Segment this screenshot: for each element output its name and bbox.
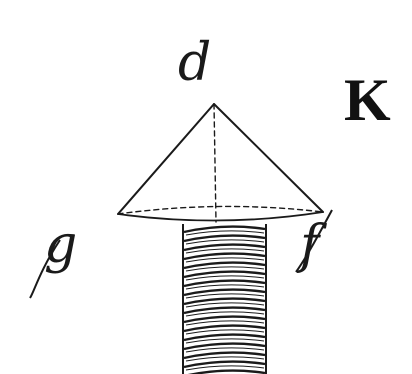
thread-shadow bbox=[185, 266, 265, 272]
thread-shadow bbox=[185, 293, 265, 299]
thread-line bbox=[183, 324, 266, 333]
thread-line bbox=[183, 315, 266, 324]
thread-line bbox=[183, 306, 266, 315]
f-flourish bbox=[295, 209, 333, 273]
left-label-g: g bbox=[44, 215, 77, 275]
cone-head bbox=[117, 103, 324, 223]
thread-shadow bbox=[185, 320, 265, 326]
thread-line bbox=[183, 225, 266, 234]
thread-shadow bbox=[185, 356, 265, 362]
thread-line bbox=[183, 333, 266, 342]
thread-line bbox=[183, 360, 266, 369]
thread-line bbox=[183, 252, 266, 261]
thread-shadow bbox=[185, 311, 265, 317]
apex-label-d: d bbox=[178, 33, 211, 93]
thread-shadow bbox=[185, 230, 265, 236]
thread-shadow bbox=[185, 239, 265, 245]
cone-edge-right bbox=[213, 103, 324, 213]
thread-line bbox=[183, 234, 266, 243]
thread-shadow bbox=[185, 248, 265, 254]
thread-line bbox=[183, 288, 266, 297]
figure-letter: K bbox=[344, 67, 391, 133]
thread-line bbox=[183, 297, 266, 306]
thread-line bbox=[183, 351, 266, 360]
thread-shadow bbox=[185, 347, 265, 353]
screw-threads bbox=[183, 225, 266, 374]
thread-line bbox=[183, 261, 266, 270]
thread-shadow bbox=[185, 329, 265, 335]
thread-line bbox=[187, 369, 266, 374]
thread-line bbox=[183, 342, 266, 351]
thread-line bbox=[183, 243, 266, 252]
thread-shadow bbox=[185, 338, 265, 344]
thread-shadow bbox=[185, 302, 265, 308]
thread-line bbox=[183, 279, 266, 288]
thread-line bbox=[183, 270, 266, 279]
cone-base-back bbox=[117, 205, 324, 215]
screw-shaft bbox=[182, 224, 267, 374]
cone-edge-left bbox=[117, 103, 215, 215]
thread-shadow bbox=[185, 257, 265, 263]
cone-base-front bbox=[117, 211, 324, 222]
thread-shadow bbox=[185, 284, 265, 290]
thread-shadow bbox=[185, 365, 265, 371]
thread-shadow bbox=[185, 275, 265, 281]
g-flourish bbox=[29, 239, 61, 299]
cone-axis bbox=[213, 103, 217, 223]
